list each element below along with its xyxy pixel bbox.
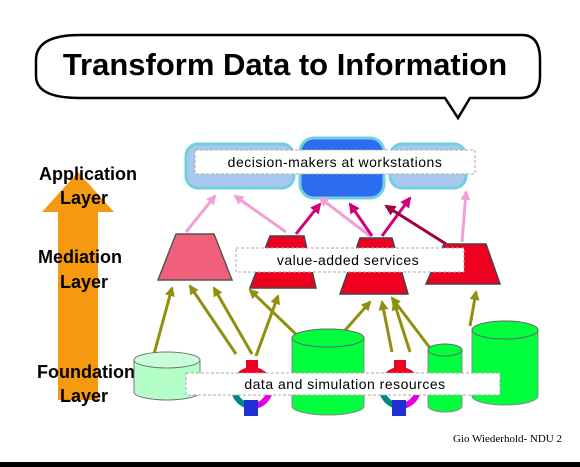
resources-label: data and simulation resources [244,376,445,392]
database-light [133,351,201,401]
layer-label-mediation-2: Layer [60,272,108,292]
arrow-pink-4 [460,190,471,243]
services-label: value-added services [277,252,419,268]
arrow-magenta-2 [348,202,374,237]
layer-label-application-1: Application [39,164,137,184]
olive-arrows [152,284,480,357]
bottom-border [0,462,580,467]
mediator-pink [156,233,234,281]
arrow-magenta-3 [380,196,412,237]
arrow-pink-3 [318,196,371,238]
arrow-magenta-1 [294,202,322,235]
arrow-pink-2 [233,194,287,234]
credit-text: Gio Wiederhold- NDU 2 [453,433,562,445]
layer-label-mediation-1: Mediation [38,247,122,267]
title-bubble: Transform Data to Information [34,33,542,121]
arrow-pink-1 [184,194,217,233]
layer-flow-arrow [42,172,114,400]
database-large [291,328,365,416]
workstations-label: decision-makers at workstations [228,154,443,170]
layer-label-foundation-2: Layer [60,386,108,406]
page-title: Transform Data to Information [63,47,507,82]
layer-label-foundation-1: Foundation [37,362,135,382]
layer-label-application-2: Layer [60,188,108,208]
arrow-maroon-1 [384,204,447,246]
label-box-workstations: decision-makers at workstations [194,149,476,175]
label-box-resources: data and simulation resources [185,372,501,396]
label-box-services: value-added services [235,247,465,273]
